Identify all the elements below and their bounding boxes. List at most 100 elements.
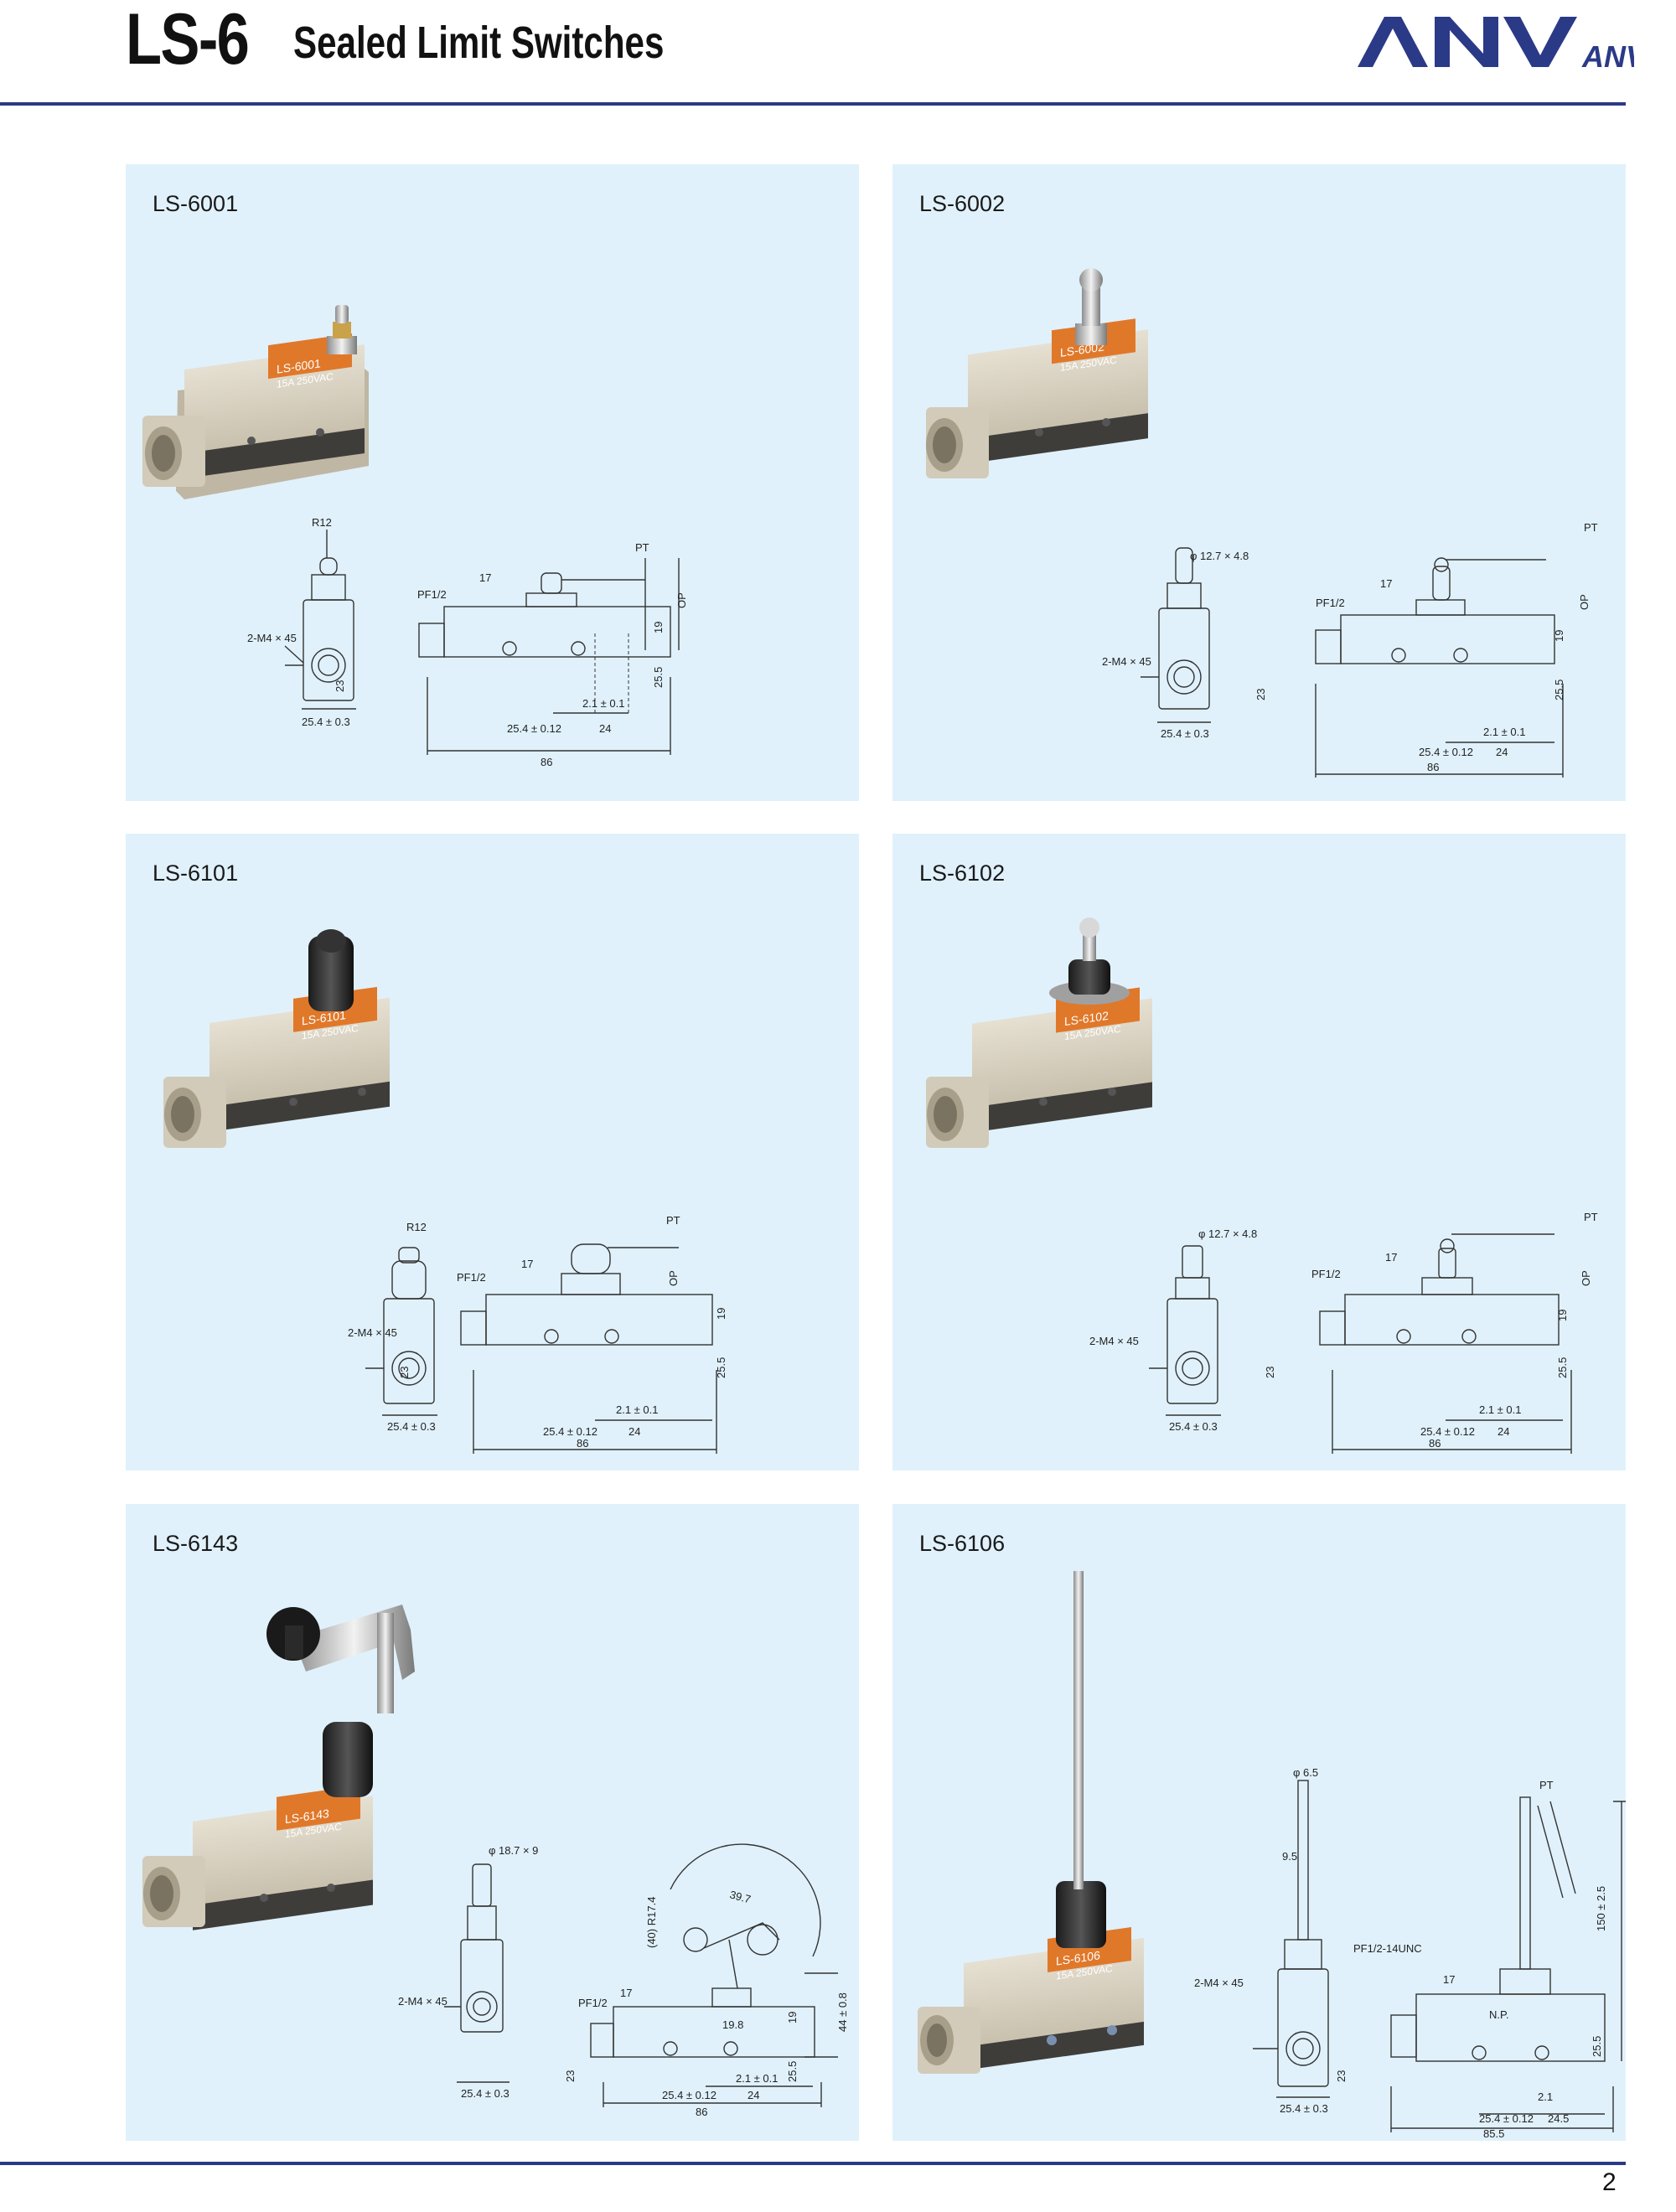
- model-label: LS-6106: [919, 1531, 1006, 1556]
- svg-text:25.5: 25.5: [786, 2061, 799, 2082]
- svg-text:17: 17: [479, 571, 491, 584]
- svg-text:2-M4 × 45: 2-M4 × 45: [348, 1326, 397, 1339]
- svg-text:23: 23: [1264, 1367, 1276, 1378]
- svg-text:25.4 ± 0.12: 25.4 ± 0.12: [1419, 746, 1473, 758]
- svg-text:25.4 ± 0.3: 25.4 ± 0.3: [387, 1420, 436, 1433]
- front-view-drawing: φ 12.7 × 4.8 2-M4 × 45 25.4 ± 0.3: [1089, 1227, 1257, 1433]
- svg-text:2.1 ± 0.1: 2.1 ± 0.1: [1483, 726, 1526, 738]
- svg-text:85.5: 85.5: [1483, 2127, 1504, 2140]
- svg-text:17: 17: [521, 1258, 533, 1270]
- footer-rule: [0, 2162, 1626, 2165]
- svg-text:OP: OP: [1578, 594, 1591, 610]
- svg-text:φ 12.7 × 4.8: φ 12.7 × 4.8: [1190, 550, 1249, 562]
- anv-logo-small: ANV: [1581, 39, 1634, 69]
- front-view-drawing: φ 12.7 × 4.8 2-M4 × 45 25.4 ± 0.3: [1102, 547, 1249, 740]
- switch-photo: LS-6002 15A 250VAC: [926, 268, 1148, 478]
- svg-text:2.1 ± 0.1: 2.1 ± 0.1: [736, 2072, 779, 2085]
- page-number: 2: [1602, 2168, 1617, 2196]
- svg-text:86: 86: [577, 1437, 588, 1450]
- model-label: LS-6002: [919, 191, 1006, 216]
- svg-text:25.5: 25.5: [1556, 1357, 1569, 1378]
- svg-text:24: 24: [1496, 746, 1508, 758]
- svg-text:25.4 ± 0.3: 25.4 ± 0.3: [1161, 727, 1209, 740]
- svg-text:LS-6143: LS-6143: [285, 1806, 329, 1826]
- svg-text:PT: PT: [666, 1214, 680, 1227]
- header-rule: [0, 102, 1626, 106]
- svg-text:9.5: 9.5: [1282, 1850, 1297, 1863]
- svg-text:24.5: 24.5: [1548, 2112, 1569, 2125]
- front-view-drawing: φ 18.7 × 9 2-M4 × 45 25.4 ± 0.3: [398, 1844, 538, 2100]
- svg-text:19: 19: [715, 1308, 727, 1320]
- svg-text:2.1 ± 0.1: 2.1 ± 0.1: [1479, 1403, 1522, 1416]
- svg-text:24: 24: [1498, 1425, 1509, 1438]
- svg-text:2-M4 × 45: 2-M4 × 45: [398, 1995, 447, 2008]
- svg-text:LS-6001: LS-6001: [277, 356, 321, 375]
- panel-ls-6143: LS-6143 LS-6143 15A 250VAC φ 18.7 × 9: [126, 1504, 859, 2141]
- svg-text:R12: R12: [406, 1221, 427, 1233]
- svg-text:PF1/2: PF1/2: [457, 1271, 486, 1284]
- svg-text:PT: PT: [1584, 1211, 1598, 1223]
- switch-photo: LS-6101 15A 250VAC: [163, 929, 390, 1148]
- svg-text:LS-6102: LS-6102: [1064, 1009, 1109, 1028]
- switch-photo: LS-6001 15A 250VAC: [142, 305, 377, 499]
- svg-text:25.4 ± 0.12: 25.4 ± 0.12: [662, 2089, 716, 2101]
- svg-text:19: 19: [786, 2012, 799, 2023]
- panel-ls-6106: LS-6106 LS-6106 15A 250VAC φ 6.5 9.5 2-M…: [892, 1504, 1626, 2141]
- svg-text:24: 24: [747, 2089, 759, 2101]
- svg-text:24: 24: [628, 1425, 640, 1438]
- switch-photo: LS-6143 15A 250VAC: [142, 1605, 415, 1930]
- series-subtitle: Sealed Limit Switches: [293, 18, 665, 68]
- panel-ls-6101: LS-6101 LS-6101 15A 250VAC R12 2-M4 × 45…: [126, 834, 859, 1470]
- svg-text:86: 86: [1427, 761, 1439, 773]
- svg-text:19: 19: [1553, 630, 1565, 642]
- front-view-drawing: φ 6.5 9.5 2-M4 × 45 25.4 ± 0.3 23: [1194, 1766, 1348, 2115]
- svg-text:2-M4 × 45: 2-M4 × 45: [247, 632, 297, 644]
- svg-text:R12: R12: [312, 516, 332, 529]
- svg-text:OP: OP: [1580, 1270, 1592, 1286]
- model-label: LS-6001: [153, 191, 239, 216]
- svg-text:PF1/2: PF1/2: [417, 588, 447, 601]
- front-view-drawing: R12 2-M4 × 45 25.4 ± 0.3: [348, 1221, 437, 1433]
- svg-text:24: 24: [599, 722, 611, 735]
- front-view-drawing: R12 2-M4 × 45 25.4 ± 0.3: [247, 516, 356, 728]
- svg-text:OP: OP: [675, 592, 688, 608]
- svg-text:φ 6.5: φ 6.5: [1293, 1766, 1318, 1779]
- svg-text:PT: PT: [635, 541, 649, 554]
- svg-text:25.5: 25.5: [1553, 680, 1565, 700]
- svg-text:25.4 ± 0.12: 25.4 ± 0.12: [1479, 2112, 1534, 2125]
- svg-text:25.5: 25.5: [652, 667, 665, 688]
- svg-text:N.P.: N.P.: [1489, 2008, 1509, 2021]
- svg-text:17: 17: [1443, 1973, 1455, 1986]
- series-title: LS-6: [126, 0, 250, 80]
- switch-photo: LS-6106 15A 250VAC: [918, 1571, 1144, 2074]
- svg-text:25.4 ± 0.12: 25.4 ± 0.12: [543, 1425, 597, 1438]
- svg-text:2.1: 2.1: [1538, 2091, 1553, 2103]
- svg-text:LS-6101: LS-6101: [302, 1008, 346, 1027]
- svg-text:φ 18.7 × 9: φ 18.7 × 9: [489, 1844, 538, 1857]
- side-view-drawing: 17 PF1/2-14UNC PT N.P. 150 ± 2.5 25.5 2.…: [1353, 1779, 1626, 2140]
- side-view-drawing: 17 PF1/2 PT OP 19 25.5 23 2.1 ± 0.1 25.4…: [1264, 1211, 1598, 1454]
- panel-ls-6102: LS-6102 LS-6102 15A 250VAC φ 12.7 × 4.8: [892, 834, 1626, 1470]
- svg-text:23: 23: [398, 1367, 411, 1378]
- side-view-drawing: 17 PF1/2 PT OP 19 25.5 23 2.1 ± 0.1 25.4…: [398, 1214, 727, 1454]
- switch-photo: LS-6102 15A 250VAC: [926, 917, 1152, 1148]
- svg-text:25.4 ± 0.12: 25.4 ± 0.12: [1420, 1425, 1475, 1438]
- model-label: LS-6143: [153, 1531, 239, 1556]
- svg-text:φ 12.7 × 4.8: φ 12.7 × 4.8: [1198, 1227, 1257, 1240]
- svg-text:25.4 ± 0.3: 25.4 ± 0.3: [1169, 1420, 1218, 1433]
- svg-text:OP: OP: [667, 1270, 680, 1286]
- svg-text:2-M4 × 45: 2-M4 × 45: [1194, 1977, 1244, 1989]
- svg-text:2.1 ± 0.1: 2.1 ± 0.1: [582, 697, 625, 710]
- svg-text:86: 86: [541, 756, 552, 768]
- svg-text:19: 19: [1556, 1310, 1569, 1321]
- svg-text:23: 23: [1335, 2070, 1348, 2082]
- svg-text:25.4 ± 0.3: 25.4 ± 0.3: [302, 716, 350, 728]
- side-view-drawing: 17 PF1/2 (40) R17.4 39.7 19.8 19 44 ± 0.…: [564, 1843, 849, 2118]
- svg-text:86: 86: [1429, 1437, 1441, 1450]
- svg-text:17: 17: [1385, 1251, 1397, 1264]
- svg-text:150 ± 2.5: 150 ± 2.5: [1595, 1886, 1607, 1931]
- svg-text:17: 17: [1380, 577, 1392, 590]
- panel-ls-6001: LS-6001 LS-6001 15A 250VAC R: [126, 164, 859, 801]
- panel-ls-6002: LS-6002 LS-6002 15A 250VAC φ 12.7 × 4.8 …: [892, 164, 1626, 801]
- svg-text:25.5: 25.5: [715, 1357, 727, 1378]
